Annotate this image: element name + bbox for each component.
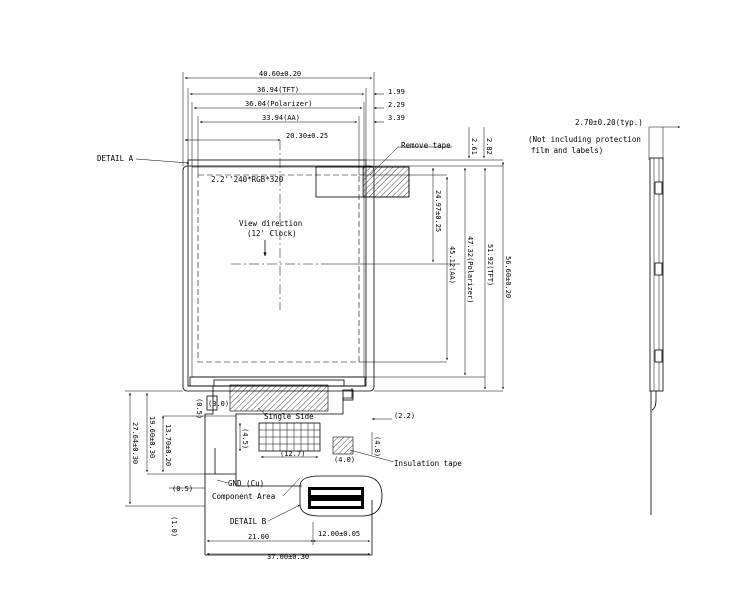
fpc-height-2: 19.60±0.30 [148, 416, 156, 458]
gnd-leader [216, 479, 229, 484]
gap-2: 2.29 [388, 101, 405, 109]
dim-4-8: (4.8) [373, 436, 381, 457]
dim-0-5-bottom: (0.5) [172, 485, 193, 493]
dim-2-2: (2.2) [394, 412, 415, 420]
aa-height: 45.12(AA) [448, 246, 456, 284]
bottom-overall: 37.00±0.30 [267, 553, 309, 561]
component-area-label: Component Area [212, 492, 275, 501]
polarizer-height: 47.32(Polarizer) [466, 236, 474, 303]
insulation-tape-label: Insulation tape [394, 459, 462, 468]
center-offset: 20.30±0.25 [286, 132, 328, 140]
top-gap-2: 2.82 [485, 138, 493, 155]
gap-3: 3.39 [388, 114, 405, 122]
thickness-note-1: (Not including protection [528, 135, 641, 144]
fpc-height-1: 27.64±0.30 [131, 422, 139, 464]
overall-width: 40.60±0.20 [259, 70, 301, 78]
gnd-label: GND (Cu) [228, 479, 264, 488]
dim-0-5-left: (0.5) [195, 398, 203, 419]
active-area [197, 174, 360, 363]
detail-b-connector [299, 475, 383, 517]
tft-height: 51.92(TFT) [486, 244, 494, 286]
fpc-flex [204, 384, 383, 556]
centerlines [231, 140, 460, 310]
top-gap-1: 2.61 [470, 138, 478, 155]
detail-b-leader [267, 504, 301, 522]
right-dimensions: 2.61 2.82 24.97±0.25 45.12(AA) 47.32(Pol… [359, 127, 512, 392]
detail-a-label: DETAIL A [97, 154, 134, 163]
dim-4-0: (4.0) [334, 456, 355, 464]
side-view: 2.70±0.20(typ.) (Not including protectio… [528, 118, 681, 515]
thickness-note-2: film and labels) [531, 146, 603, 155]
gap-1: 1.99 [388, 88, 405, 96]
aa-width: 33.94(AA) [262, 114, 300, 122]
remove-tape: Remove tape [315, 141, 452, 198]
top-dimensions: 40.60±0.20 36.94(TFT) 36.04(Polarizer) 3… [182, 70, 405, 175]
fpc-dimensions: 27.64±0.30 19.60±0.30 13.70±0.20 (3.0) (… [125, 390, 415, 561]
dim-3-0: (3.0) [208, 400, 229, 408]
detail-b-label: DETAIL B [230, 517, 267, 526]
bottom-12: 12.00±0.05 [318, 530, 360, 538]
dim-1-0: (1.0) [170, 516, 178, 537]
view-direction-label: View direction [239, 219, 302, 228]
detail-a: DETAIL A [97, 154, 190, 164]
tft-width: 36.94(TFT) [257, 86, 299, 94]
insulation-tape-leader [349, 449, 395, 463]
single-side-leader [257, 407, 267, 416]
dim-4-5: (4.5) [241, 428, 249, 449]
lcd-spec-label: 2.2''240*RGB*320 [211, 175, 284, 184]
component-area-grid [258, 422, 321, 452]
component-area-leader [282, 477, 301, 497]
dim-12-7: (12.7) [280, 450, 305, 458]
fpc-height-3: 13.70±0.20 [164, 424, 172, 466]
center-vertical: 24.97±0.25 [434, 190, 442, 232]
remove-tape-label: Remove tape [401, 141, 451, 150]
view-clock-label: (12' Clock) [247, 229, 297, 238]
overall-height: 56.60±0.20 [504, 256, 512, 298]
panel-outline [182, 159, 375, 392]
insulation-tape-area [332, 436, 354, 455]
bottom-21: 21.00 [248, 533, 269, 541]
single-side-area [229, 384, 329, 412]
thickness-dim: 2.70±0.20(typ.) [575, 118, 643, 127]
single-side-label: Single Side [264, 412, 314, 421]
polarizer-width: 36.04(Polarizer) [245, 100, 312, 108]
